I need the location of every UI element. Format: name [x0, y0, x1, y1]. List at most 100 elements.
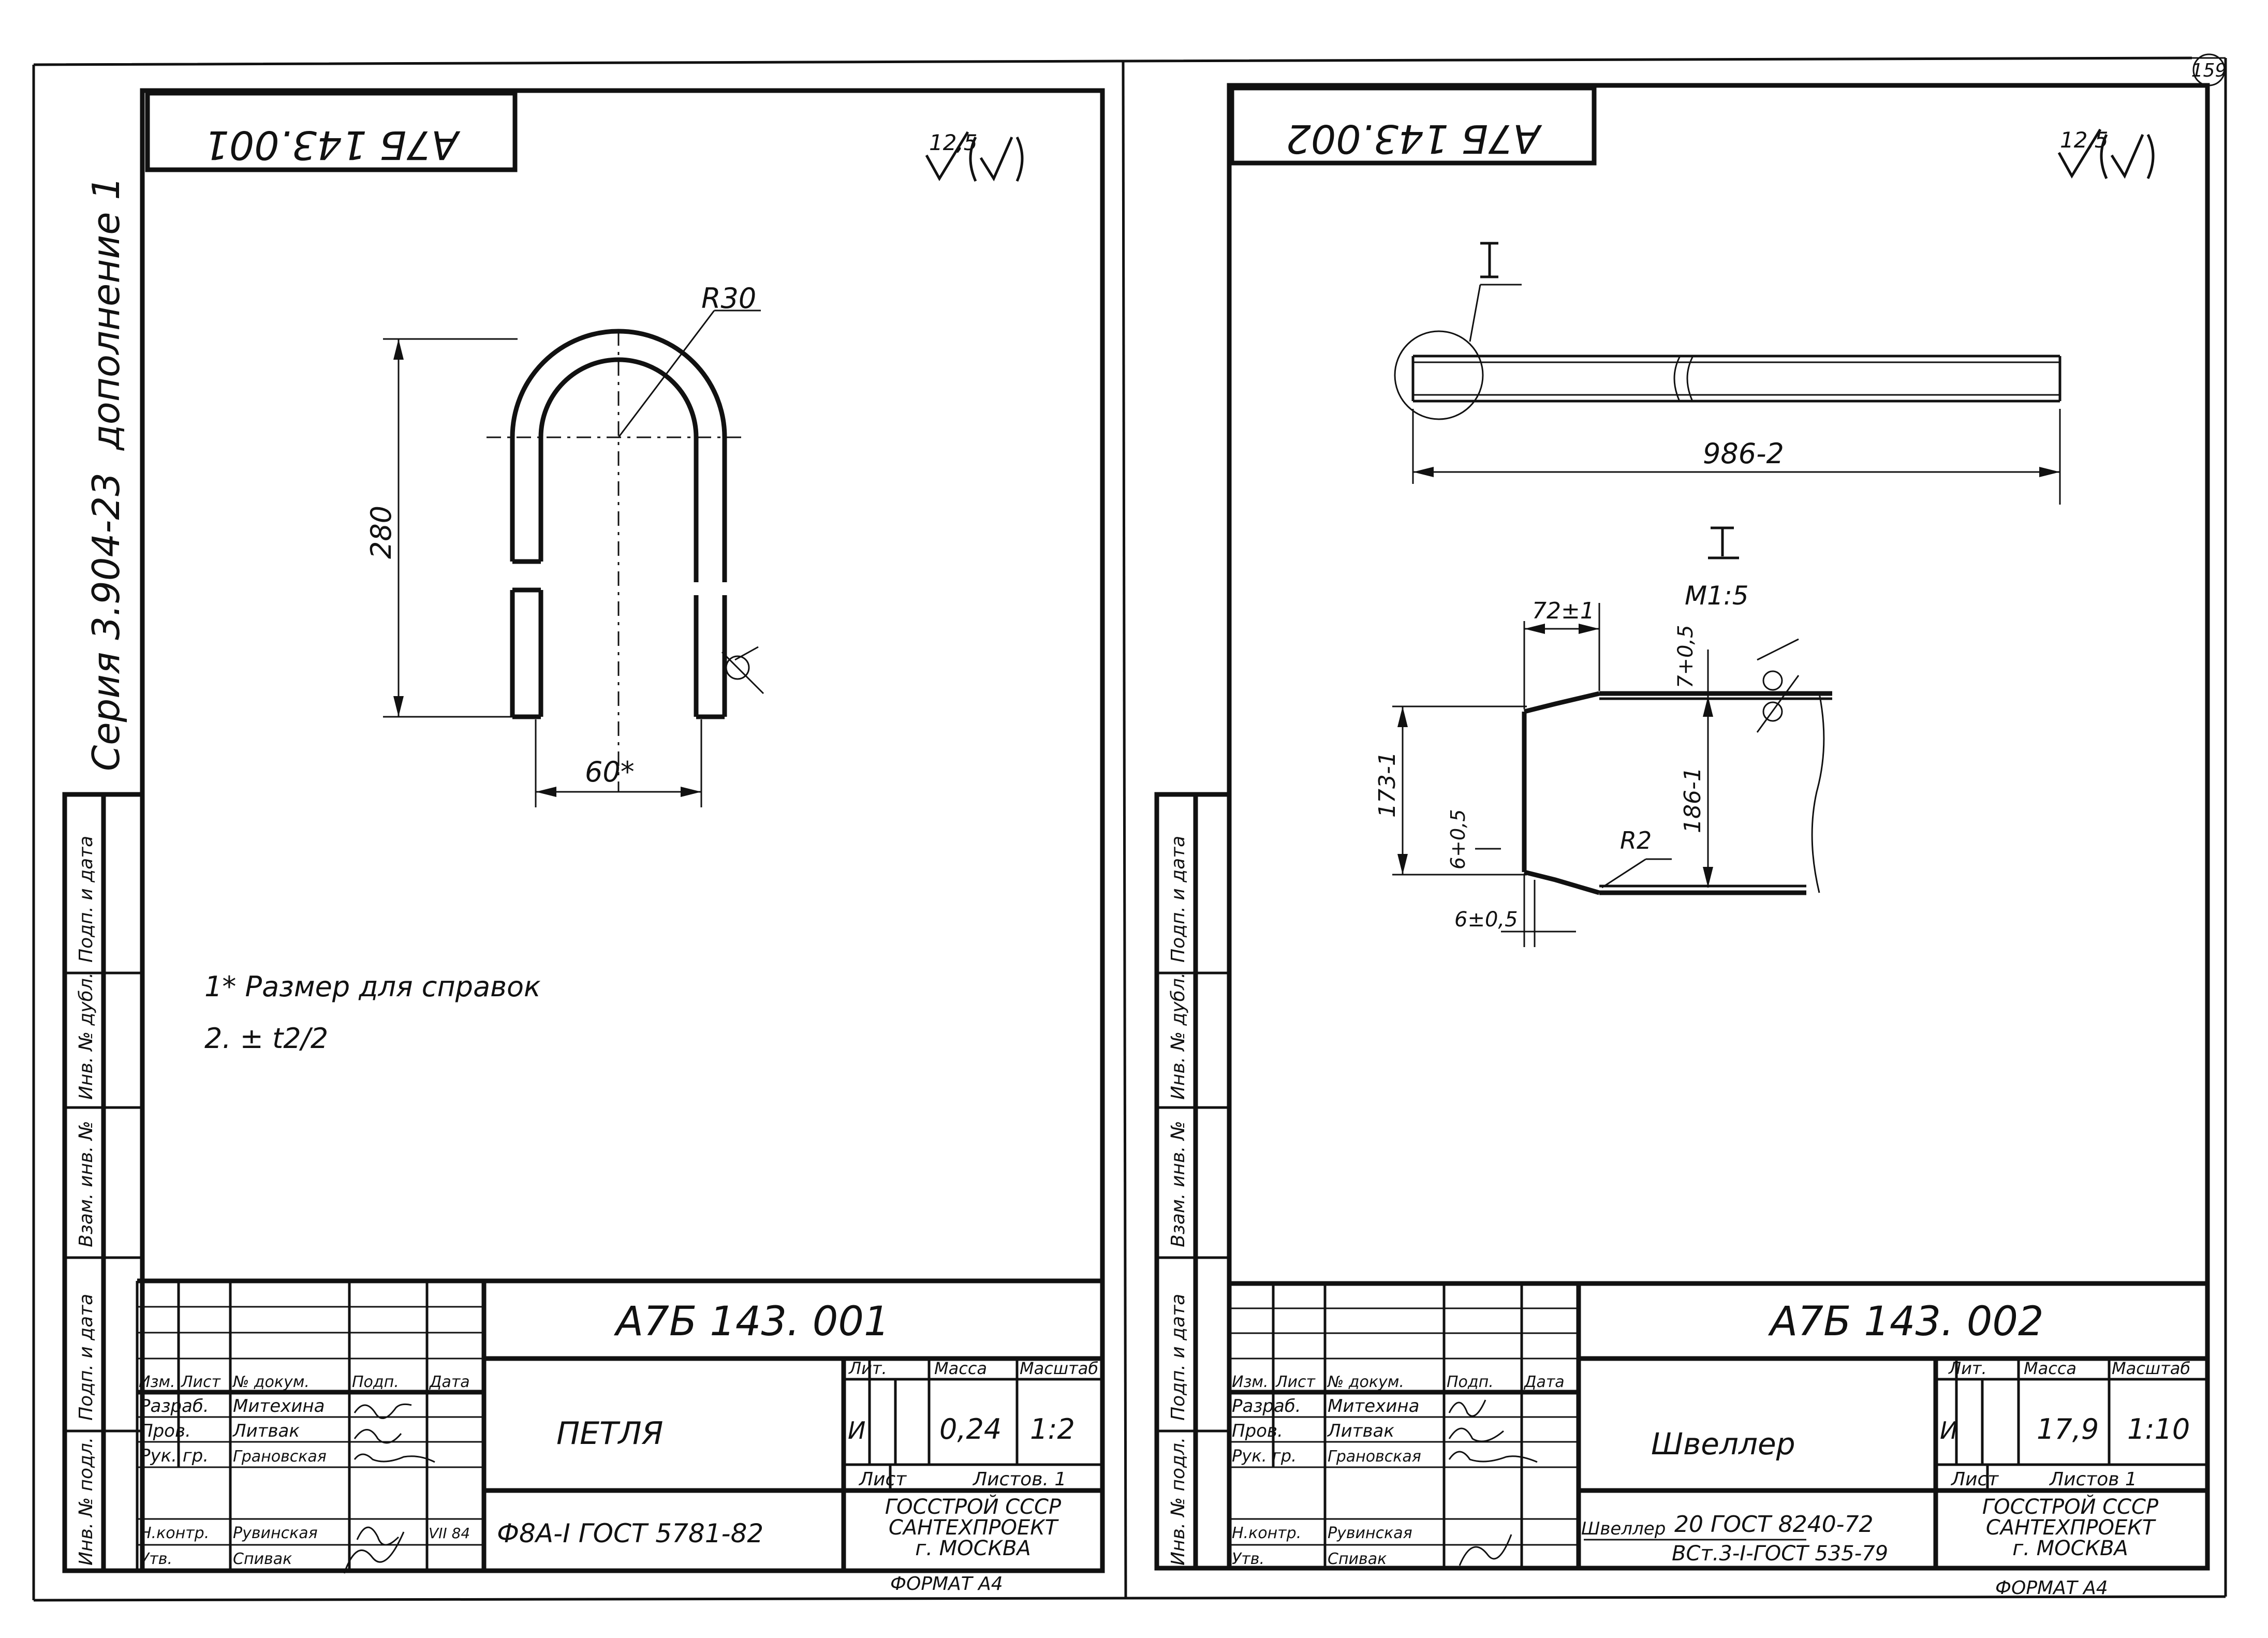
scale-value: 1:10 — [2127, 1413, 2190, 1445]
svg-text:Разраб.: Разраб. — [1232, 1396, 1301, 1416]
svg-text:Рувинская: Рувинская — [233, 1524, 318, 1542]
svg-text:Грановская: Грановская — [1328, 1448, 1421, 1466]
svg-text:7+0,5: 7+0,5 — [1674, 625, 1698, 688]
svg-text:VII 84: VII 84 — [429, 1525, 470, 1542]
svg-text:г. МОСКВА: г. МОСКВА — [2012, 1537, 2128, 1560]
addendum-text: дополнение 1 — [84, 176, 128, 451]
svg-text:6±0,5: 6±0,5 — [1454, 908, 1518, 932]
svg-text:159: 159 — [2191, 60, 2227, 81]
side-stamp: Подп. и дата Инв. № дубл. Взам. инв. № П… — [1154, 792, 1232, 1571]
svg-text:Инв. № подл.: Инв. № подл. — [1168, 1437, 1189, 1566]
detail-scale: М1:5 — [1685, 581, 1749, 611]
svg-text:72±1: 72±1 — [1532, 598, 1595, 624]
series-text: Серия 3.904-23 — [84, 473, 128, 771]
scale-value: 1:2 — [1030, 1413, 1075, 1445]
svg-text:Изм.: Изм. — [139, 1373, 175, 1391]
part-name: ПЕТЛЯ — [556, 1415, 663, 1452]
svg-text:И: И — [848, 1416, 865, 1444]
svg-text:Рувинская: Рувинская — [1328, 1524, 1412, 1542]
svg-text:Масса: Масса — [934, 1359, 987, 1378]
outer-frame — [32, 56, 2227, 1602]
svg-text:Н.контр.: Н.контр. — [1232, 1524, 1301, 1542]
svg-text:Литвак: Литвак — [1327, 1421, 1394, 1441]
svg-text:Подп. и дата: Подп. и дата — [1168, 836, 1189, 963]
svg-text:№ докум.: № докум. — [1327, 1373, 1404, 1391]
svg-text:Пров.: Пров. — [1232, 1421, 1283, 1441]
svg-text:№ докум.: № докум. — [232, 1373, 310, 1391]
roughness-symbol: 12,5 — [925, 130, 1024, 182]
side-stamp: Подп. и дата Инв. № дубл. Взам. инв. № П… — [62, 792, 145, 1573]
doc-code-top: А7Б 143.001 — [204, 122, 461, 168]
svg-text:Лист: Лист — [1950, 1469, 1999, 1490]
title-block-left: Изм. Лист № докум. Подп. Дата Разраб. Ми… — [136, 1278, 1102, 1595]
material-spec: Ф8А-I ГОСТ 5781-82 — [497, 1518, 763, 1548]
svg-text:Лист: Лист — [181, 1373, 222, 1391]
svg-text:Подп.: Подп. — [1447, 1373, 1494, 1391]
note-1: 1* Размер для справок — [204, 970, 541, 1003]
svg-text:Взам. инв. №: Взам. инв. № — [1168, 1121, 1189, 1247]
svg-text:Масштаб: Масштаб — [2112, 1359, 2190, 1378]
svg-text:173-1: 173-1 — [1374, 751, 1401, 818]
svg-text:Лит.: Лит. — [1948, 1359, 1987, 1378]
format-label: ФОРМАТ А4 — [890, 1573, 1003, 1595]
svg-text:Взам. инв. №: Взам. инв. № — [76, 1121, 97, 1247]
length-label: 986-2 — [1703, 437, 1784, 470]
svg-text:ГОССТРОЙ СССР: ГОССТРОЙ СССР — [1982, 1494, 2159, 1519]
page-number: 159 — [2191, 53, 2227, 86]
material-spec: 20 ГОСТ 8240-72 — [1674, 1511, 1874, 1538]
svg-text:Пров.: Пров. — [140, 1421, 191, 1441]
svg-text:186-1: 186-1 — [1680, 767, 1706, 833]
channel-part: 986-2 — [1394, 242, 2061, 505]
svg-text:Инв. № подл.: Инв. № подл. — [76, 1437, 97, 1566]
svg-text:Разраб.: Разраб. — [140, 1396, 209, 1416]
svg-text:Спивак: Спивак — [1328, 1550, 1387, 1568]
svg-text:Лист: Лист — [1275, 1373, 1316, 1391]
svg-text:Масса: Масса — [2024, 1359, 2076, 1378]
svg-text:12,5: 12,5 — [929, 130, 978, 155]
title-code: А7Б 143. 002 — [1768, 1298, 2044, 1345]
svg-text:Подп. и дата: Подп. и дата — [76, 1294, 97, 1421]
svg-text:Митехина: Митехина — [1328, 1396, 1419, 1416]
svg-text:Листов. 1: Листов. 1 — [972, 1469, 1066, 1490]
svg-text:И: И — [1940, 1416, 1957, 1444]
svg-text:Лит.: Лит. — [848, 1359, 887, 1378]
svg-text:Спивак: Спивак — [233, 1550, 292, 1568]
svg-text:Грановская: Грановская — [233, 1448, 327, 1466]
svg-text:Дата: Дата — [1523, 1373, 1565, 1391]
svg-text:Утв.: Утв. — [1232, 1550, 1264, 1568]
svg-text:САНТЕХПРОЕКТ: САНТЕХПРОЕКТ — [1986, 1516, 2157, 1540]
svg-text:Лист: Лист — [858, 1469, 907, 1490]
svg-text:Дата: Дата — [429, 1373, 470, 1391]
format-label: ФОРМАТ А4 — [1995, 1577, 2108, 1599]
svg-text:Митехина: Митехина — [233, 1396, 325, 1416]
mass-value: 0,24 — [939, 1413, 1002, 1445]
note-2: 2. ± t2/2 — [204, 1022, 328, 1055]
svg-text:г. МОСКВА: г. МОСКВА — [915, 1537, 1031, 1560]
svg-text:Листов 1: Листов 1 — [2049, 1469, 2137, 1490]
width-label: 60* — [585, 756, 635, 788]
left-sheet: А7Б 143.001 12,5 Серия 3.904-23 дополнен… — [62, 88, 1105, 1595]
svg-text:ГОССТРОЙ СССР: ГОССТРОЙ СССР — [885, 1494, 1062, 1519]
height-label: 280 — [365, 506, 397, 559]
radius-label: R30 — [701, 282, 756, 315]
svg-text:Подп. и дата: Подп. и дата — [76, 836, 97, 963]
right-sheet: А7Б 143.002 12,5 Подп. и дата Инв. № дуб… — [1154, 83, 2210, 1599]
doc-code-top: А7Б 143.002 — [1286, 116, 1543, 162]
svg-text:Утв.: Утв. — [140, 1550, 172, 1568]
roughness-symbol: 12,5 — [2057, 127, 2155, 180]
part-name: Швеллер — [1651, 1426, 1795, 1462]
mass-value: 17,9 — [2037, 1413, 2099, 1445]
svg-text:Изм.: Изм. — [1232, 1373, 1269, 1391]
loop-part: R30 280 60* — [365, 282, 764, 807]
svg-text:6+0,5: 6+0,5 — [1447, 809, 1469, 869]
svg-text:Литвак: Литвак — [232, 1421, 300, 1441]
svg-text:Рук. гр.: Рук. гр. — [140, 1445, 209, 1466]
material-spec-2: ВСт.3-I-ГОСТ 535-79 — [1672, 1542, 1888, 1566]
svg-text:Подп. и дата: Подп. и дата — [1168, 1294, 1189, 1421]
detail-view: М1:5 72±1 7+0,5 — [1374, 526, 1832, 947]
svg-text:Н.контр.: Н.контр. — [140, 1524, 209, 1542]
svg-text:Подп.: Подп. — [352, 1373, 399, 1391]
svg-text:Рук. гр.: Рук. гр. — [1232, 1446, 1297, 1466]
